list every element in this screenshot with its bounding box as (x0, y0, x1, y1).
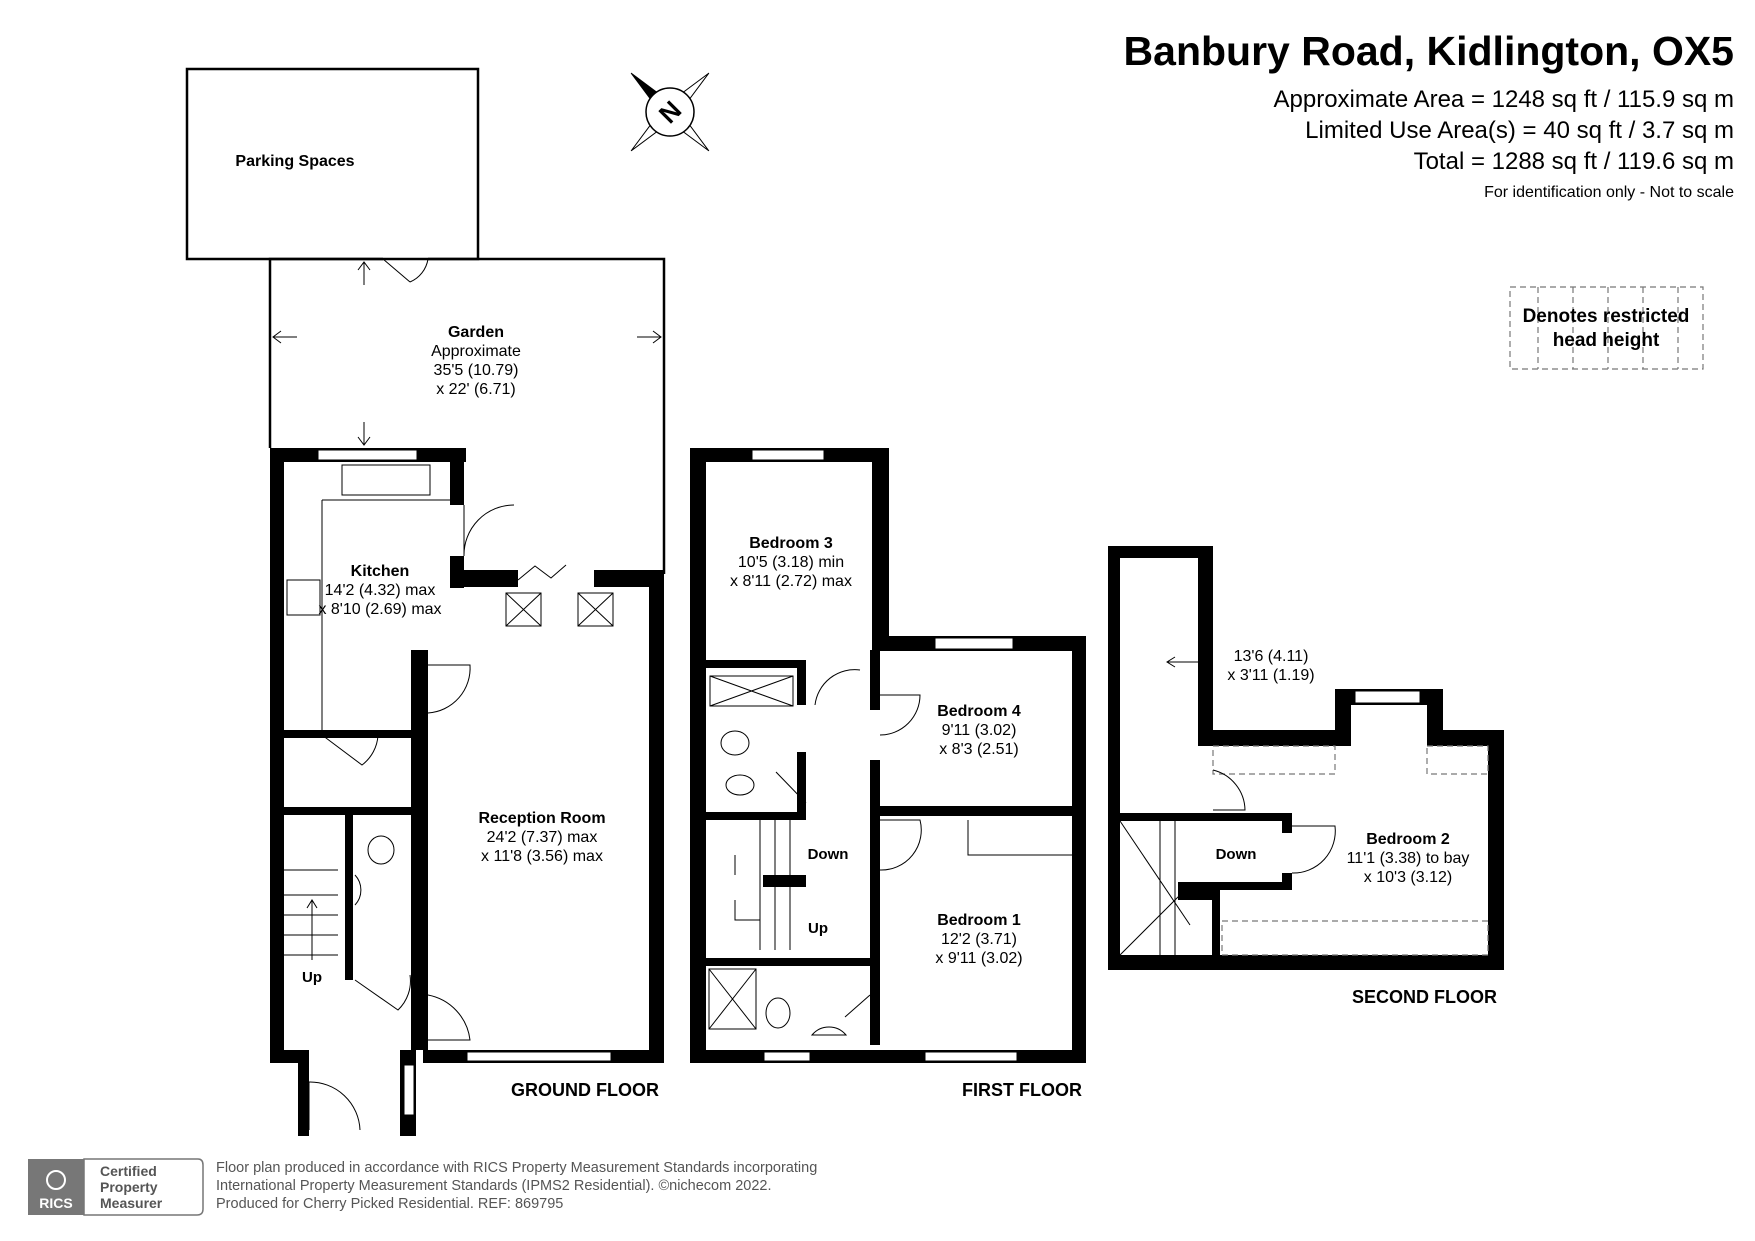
reception-room-dimension-1: 24'2 (7.37) max (487, 829, 598, 846)
second-stairs-down-label: Down (1216, 846, 1257, 863)
kitchen-name: Kitchen (351, 563, 410, 580)
total-area: Total = 1288 sq ft / 119.6 sq m (1414, 148, 1734, 175)
bedroom2-dimension-2: x 10'3 (3.12) (1364, 869, 1452, 886)
badge-line-1: Certified (100, 1163, 157, 1179)
bedroom3-dimension-2: x 8'11 (2.72) max (730, 573, 852, 590)
rics-logo-text: RICS (39, 1195, 72, 1211)
footer-line-1: Floor plan produced in accordance with R… (216, 1160, 817, 1176)
bedroom2-name: Bedroom 2 (1366, 831, 1450, 848)
footer: RICS Certified Property Measurer Floor p… (28, 1158, 817, 1216)
garden-width: x 22' (6.71) (436, 381, 516, 398)
bedroom4-dimension-1: 9'11 (3.02) (942, 722, 1017, 739)
bedroom1-name: Bedroom 1 (937, 912, 1021, 929)
storage-dimension-1: 13'6 (4.11) (1234, 648, 1309, 665)
bedroom1-dimension-2: x 9'11 (3.02) (935, 950, 1022, 967)
restricted-height-legend: Denotes restricted head height (1509, 286, 1704, 370)
limited-use-area: Limited Use Area(s) = 40 sq ft / 3.7 sq … (1305, 117, 1734, 144)
ground-stairs-up-label: Up (302, 969, 322, 986)
bedroom2-dimension-1: 11'1 (3.38) to bay (1347, 850, 1470, 867)
property-title: Banbury Road, Kidlington, OX5 (1124, 28, 1734, 74)
first-floor-plan: Bedroom 3 10'5 (3.18) min x 8'11 (2.72) … (690, 448, 1086, 1100)
parking-label: Parking Spaces (235, 153, 354, 170)
bedroom3-dimension-1: 10'5 (3.18) min (738, 554, 844, 571)
legend-line-2: head height (1553, 330, 1660, 351)
second-floor-label: SECOND FLOOR (1352, 987, 1497, 1007)
rics-logo (28, 1159, 84, 1215)
garden-length: 35'5 (10.79) (434, 362, 519, 379)
disclaimer: For identification only - Not to scale (1484, 184, 1734, 201)
approximate-area: Approximate Area = 1248 sq ft / 115.9 sq… (1274, 86, 1735, 113)
reception-room-dimension-2: x 11'8 (3.56) max (481, 848, 603, 865)
bedroom4-name: Bedroom 4 (937, 703, 1021, 720)
first-stairs-up-label: Up (808, 920, 828, 937)
reception-room-name: Reception Room (478, 810, 605, 827)
first-stairs-down-label: Down (808, 846, 849, 863)
second-floor-plan: 13'6 (4.11) x 3'11 (1.19) Bedroom 2 11'1… (1108, 546, 1504, 1007)
ground-floor-label: GROUND FLOOR (511, 1080, 659, 1100)
garden-area: Garden Approximate 35'5 (10.79) x 22' (6… (268, 257, 666, 574)
ground-floor-plan: Kitchen 14'2 (4.32) max x 8'10 (2.69) ma… (270, 448, 664, 1136)
footer-line-3: Produced for Cherry Picked Residential. … (216, 1196, 563, 1212)
kitchen-dimension-2: x 8'10 (2.69) max (318, 601, 441, 618)
storage-dimension-2: x 3'11 (1.19) (1227, 667, 1314, 684)
compass-icon: N (630, 72, 710, 152)
footer-line-2: International Property Measurement Stand… (216, 1178, 772, 1194)
bedroom4-dimension-2: x 8'3 (2.51) (939, 741, 1019, 758)
garden-name: Garden (448, 324, 504, 341)
header: Banbury Road, Kidlington, OX5 Approximat… (1124, 28, 1735, 201)
badge-line-3: Measurer (100, 1195, 163, 1211)
bedroom1-dimension-1: 12'2 (3.71) (941, 931, 1017, 948)
certified-badge (83, 1158, 204, 1216)
parking-area: Parking Spaces (185, 67, 480, 261)
first-floor-label: FIRST FLOOR (962, 1080, 1082, 1100)
bedroom3-name: Bedroom 3 (749, 535, 833, 552)
legend-line-1: Denotes restricted (1523, 306, 1690, 327)
kitchen-dimension-1: 14'2 (4.32) max (325, 582, 436, 599)
garden-note: Approximate (431, 343, 521, 360)
badge-line-2: Property (100, 1179, 158, 1195)
